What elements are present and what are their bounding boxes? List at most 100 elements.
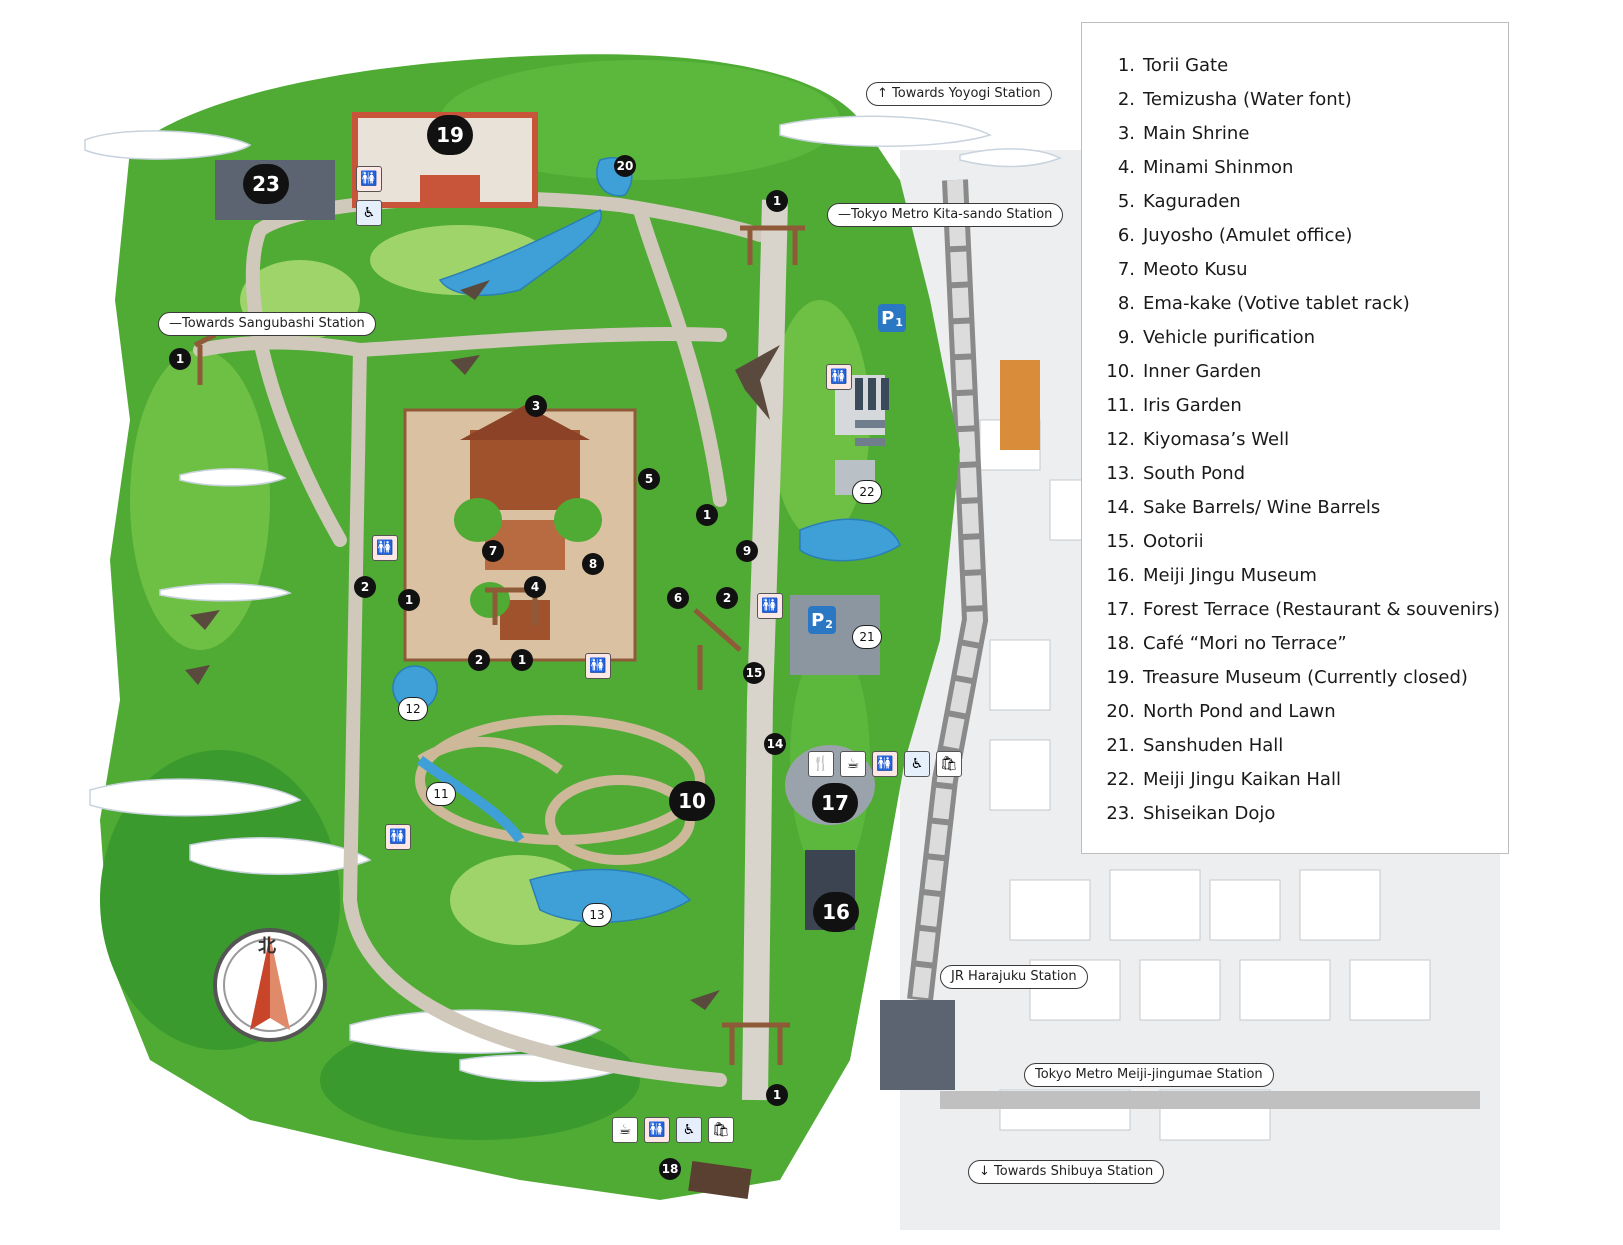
legend-item-name: Kiyomasa’s Well bbox=[1143, 429, 1290, 450]
marker-north-pond-lawn[interactable]: 20 bbox=[614, 155, 636, 177]
legend-item: 22.Meiji Jingu Kaikan Hall bbox=[1082, 763, 1508, 797]
legend-item-number: 12. bbox=[1106, 429, 1135, 450]
marker-kiyomasas-well[interactable]: 12 bbox=[398, 697, 428, 721]
restroom-icon: 🚻 bbox=[644, 1117, 670, 1143]
legend-item-number: 11. bbox=[1106, 395, 1135, 416]
legend-item-number: 1. bbox=[1117, 55, 1135, 76]
legend-item: 17.Forest Terrace (Restaurant & souvenir… bbox=[1082, 593, 1508, 627]
marker-vehicle-purification[interactable]: 9 bbox=[736, 540, 758, 562]
marker-temizusha[interactable]: 2 bbox=[354, 576, 376, 598]
marker-forest-terrace[interactable]: 17 bbox=[812, 783, 858, 823]
legend-item: 14.Sake Barrels/ Wine Barrels bbox=[1082, 491, 1508, 525]
legend-item: 18.Café “Mori no Terrace” bbox=[1082, 627, 1508, 661]
legend-item-number: 20. bbox=[1106, 701, 1135, 722]
marker-cafe-mori-no-terrace[interactable]: 18 bbox=[659, 1158, 681, 1180]
restroom-icon: 🚻 bbox=[757, 593, 783, 619]
wheelchair-icon: ♿ bbox=[676, 1117, 702, 1143]
legend-item-name: Torii Gate bbox=[1143, 55, 1229, 76]
marker-temizusha[interactable]: 2 bbox=[468, 649, 490, 671]
legend-item: 4.Minami Shinmon bbox=[1082, 151, 1508, 185]
marker-treasure-museum[interactable]: 19 bbox=[427, 115, 473, 155]
marker-torii-gate[interactable]: 1 bbox=[766, 1084, 788, 1106]
main-shrine-complex bbox=[403, 405, 637, 662]
shop-icon: 🛍 bbox=[936, 751, 962, 777]
legend-panel: 1. Torii Gate 2. Temizusha (Water font) 3.… bbox=[1081, 22, 1509, 854]
marker-juyosho[interactable]: 6 bbox=[667, 587, 689, 609]
legend-item: 23.Shiseikan Dojo bbox=[1082, 797, 1508, 831]
legend-item-number: 23. bbox=[1106, 803, 1135, 824]
parking-p2-letter: P bbox=[811, 609, 825, 631]
compass bbox=[213, 928, 327, 1042]
marker-sanshuden-hall[interactable]: 21 bbox=[852, 625, 882, 649]
legend-item-number: 14. bbox=[1106, 497, 1135, 518]
legend-item: 11.Iris Garden bbox=[1082, 389, 1508, 423]
marker-sake-barrels[interactable]: 14 bbox=[764, 733, 786, 755]
legend-item-name: Temizusha (Water font) bbox=[1143, 89, 1352, 110]
marker-meoto-kusu[interactable]: 7 bbox=[482, 540, 504, 562]
legend-list: 1. Torii Gate 2. Temizusha (Water font) 3.… bbox=[1082, 49, 1508, 831]
legend-item: 9.Vehicle purification bbox=[1082, 321, 1508, 355]
legend-item: 8.Ema-kake (Votive tablet rack) bbox=[1082, 287, 1508, 321]
legend-item-number: 4. bbox=[1117, 157, 1135, 178]
restroom-icon: 🚻 bbox=[585, 653, 611, 679]
legend-item-number: 3. bbox=[1117, 123, 1135, 144]
marker-torii-gate[interactable]: 1 bbox=[511, 649, 533, 671]
marker-iris-garden[interactable]: 11 bbox=[426, 782, 456, 806]
legend-item: 3. Main Shrine bbox=[1082, 117, 1508, 151]
torii-gates bbox=[193, 225, 805, 1065]
legend-item-name: Sanshuden Hall bbox=[1143, 735, 1284, 756]
legend-item: 12. Kiyomasa’s Well bbox=[1082, 423, 1508, 457]
marker-shiseikan-dojo[interactable]: 23 bbox=[243, 164, 289, 204]
legend-item-name: Meoto Kusu bbox=[1143, 259, 1248, 280]
main-approach bbox=[742, 199, 788, 1101]
legend-item: 19.Treasure Museum (Currently closed) bbox=[1082, 661, 1508, 695]
marker-minami-shinmon[interactable]: 4 bbox=[524, 576, 546, 598]
legend-item-name: South Pond bbox=[1143, 463, 1246, 484]
legend-item-number: 15. bbox=[1106, 531, 1135, 552]
marker-south-pond[interactable]: 13 bbox=[582, 903, 612, 927]
parking-p1-letter: P bbox=[881, 307, 895, 329]
marker-torii-gate[interactable]: 1 bbox=[696, 504, 718, 526]
marker-torii-gate[interactable]: 1 bbox=[398, 589, 420, 611]
legend-item: 20.North Pond and Lawn bbox=[1082, 695, 1508, 729]
legend-item-name: Treasure Museum (Currently closed) bbox=[1143, 667, 1468, 688]
marker-kaikan-hall[interactable]: 22 bbox=[852, 480, 882, 504]
legend-item-number: 2. bbox=[1117, 89, 1135, 110]
marker-torii-gate[interactable]: 1 bbox=[169, 348, 191, 370]
birds bbox=[185, 280, 780, 1010]
railway bbox=[880, 179, 1480, 1109]
legend-item-name: Meiji Jingu Kaikan Hall bbox=[1143, 769, 1341, 790]
restroom-icon: 🚻 bbox=[356, 166, 382, 192]
legend-item-name: Forest Terrace (Restaurant & souvenirs) bbox=[1143, 599, 1500, 620]
parking-p2-number: 2 bbox=[825, 617, 833, 631]
marker-kaguraden[interactable]: 5 bbox=[638, 468, 660, 490]
legend-item-number: 9. bbox=[1117, 327, 1135, 348]
marker-ema-kake[interactable]: 8 bbox=[582, 553, 604, 575]
cafe-building bbox=[688, 1160, 752, 1200]
station-label-yoyogi: ↑ Towards Yoyogi Station bbox=[866, 82, 1052, 106]
legend-item-name: Café “Mori no Terrace” bbox=[1143, 633, 1347, 654]
legend-item-name: Meiji Jingu Museum bbox=[1143, 565, 1317, 586]
legend-item-number: 13. bbox=[1106, 463, 1135, 484]
marker-meiji-jingu-museum[interactable]: 16 bbox=[813, 892, 859, 932]
station-label-meijijingumae: Tokyo Metro Meiji-jingumae Station bbox=[1024, 1063, 1274, 1087]
walking-paths bbox=[193, 191, 767, 1087]
marker-main-shrine[interactable]: 3 bbox=[525, 395, 547, 417]
station-label-kitasando: —Tokyo Metro Kita-sando Station bbox=[827, 203, 1064, 227]
legend-item-name: Kaguraden bbox=[1143, 191, 1241, 212]
marker-temizusha[interactable]: 2 bbox=[716, 587, 738, 609]
legend-item-name: Main Shrine bbox=[1143, 123, 1250, 144]
legend-item-number: 6. bbox=[1117, 225, 1135, 246]
legend-item-name: Ema-kake (Votive tablet rack) bbox=[1143, 293, 1410, 314]
station-label-sangubashi: —Towards Sangubashi Station bbox=[158, 312, 376, 336]
restroom-icon: 🚻 bbox=[372, 535, 398, 561]
legend-item: 15.Ootorii bbox=[1082, 525, 1508, 559]
marker-torii-gate[interactable]: 1 bbox=[766, 190, 788, 212]
legend-item: 13. South Pond bbox=[1082, 457, 1508, 491]
restroom-icon: 🚻 bbox=[872, 751, 898, 777]
legend-item-name: Inner Garden bbox=[1143, 361, 1262, 382]
marker-inner-garden[interactable]: 10 bbox=[669, 781, 715, 821]
legend-item-number: 7. bbox=[1117, 259, 1135, 280]
marker-ootorii[interactable]: 15 bbox=[743, 662, 765, 684]
